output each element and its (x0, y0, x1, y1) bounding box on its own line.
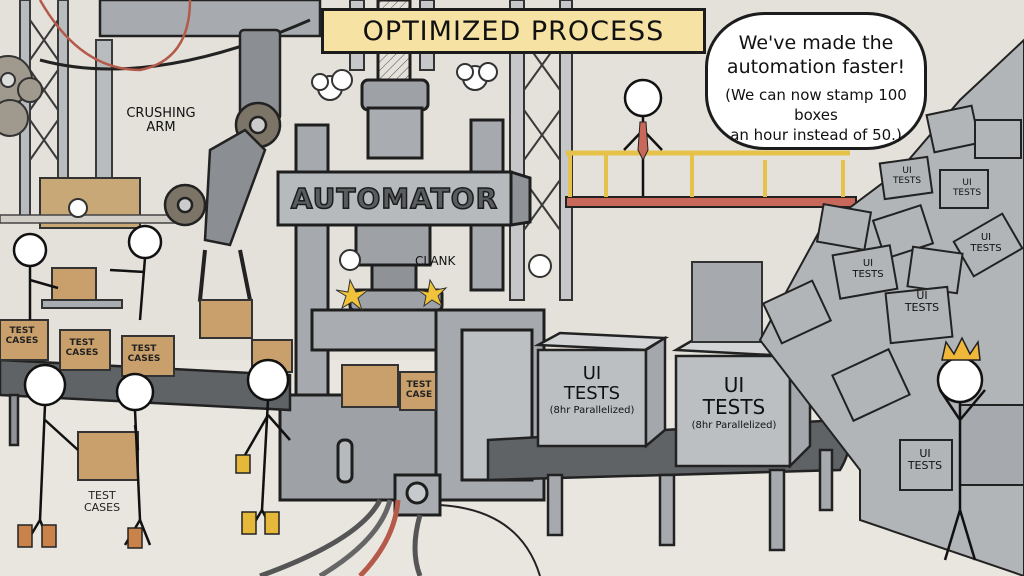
pile-line2: TESTS (907, 459, 943, 472)
pile-line2: TESTS (892, 176, 922, 186)
bubble-line-3: (We can now stamp 100 boxes (725, 86, 907, 124)
bubble-line-2: automation faster! (726, 56, 906, 78)
carried-line1: TEST (88, 489, 116, 502)
pile-line1: UI (919, 447, 931, 460)
crate-line2: TESTS (702, 395, 766, 419)
pile-line2: TESTS (904, 301, 940, 314)
crushing-label-line1: CRUSHING (126, 106, 196, 121)
spark-icon (335, 278, 448, 312)
crate-line1: UI (723, 373, 745, 397)
pile-line1: UI (902, 166, 912, 176)
cables (259, 498, 541, 576)
clank-label: CLANK (415, 254, 456, 268)
box-label-line2: CASES (65, 348, 99, 358)
box-label-line1: TEST (9, 326, 35, 336)
crown-icon (941, 336, 981, 361)
carried-line2: CASES (83, 501, 121, 514)
press-box-line2: CASE (405, 390, 433, 400)
output-crate-label: UI TESTS (8hr Parallelized) (680, 374, 788, 434)
test-case-box (0, 267, 293, 481)
bubble-line-1: We've made the (738, 32, 894, 54)
output-crate-label: UI TESTS (8hr Parallelized) (540, 364, 644, 418)
platform (565, 150, 857, 208)
box-label-line1: TEST (131, 344, 157, 354)
pile-line1: UI (862, 258, 874, 269)
crushing-label-line2: ARM (146, 119, 176, 135)
press-box-line1: TEST (406, 380, 432, 390)
bubble-line-4: an hour instead of 50.) (730, 126, 902, 144)
gear-icon (0, 55, 43, 137)
cardboard-box (199, 299, 253, 339)
crate-line3: (8hr Parallelized) (691, 420, 777, 431)
box-label-line1: TEST (69, 338, 95, 348)
pile-line2: TESTS (852, 269, 884, 280)
title-banner: OPTIMIZED PROCESS (321, 8, 706, 54)
speech-bubble: We've made the automation faster! (We ca… (705, 12, 927, 150)
ui-tests-pile (758, 38, 1024, 576)
crate-line3: (8hr Parallelized) (549, 405, 635, 416)
stick-figures (12, 78, 986, 561)
box-label-line2: CASES (5, 336, 39, 346)
crate-line1: UI (582, 363, 602, 384)
pile-line1: UI (962, 178, 972, 188)
pile-line2: TESTS (970, 243, 1002, 254)
steam-puff-icon (68, 62, 552, 278)
crushing-arm (163, 28, 282, 307)
tie (637, 121, 649, 162)
pile-line2: TESTS (952, 188, 982, 198)
box-label-line2: CASES (127, 354, 161, 364)
pile-line1: UI (980, 232, 992, 243)
crate-line2: TESTS (563, 383, 621, 404)
crushing-arm-label: CRUSHING ARM (126, 107, 196, 134)
pile-line1: UI (916, 289, 928, 302)
automator-sign: AUTOMATOR (290, 181, 499, 216)
